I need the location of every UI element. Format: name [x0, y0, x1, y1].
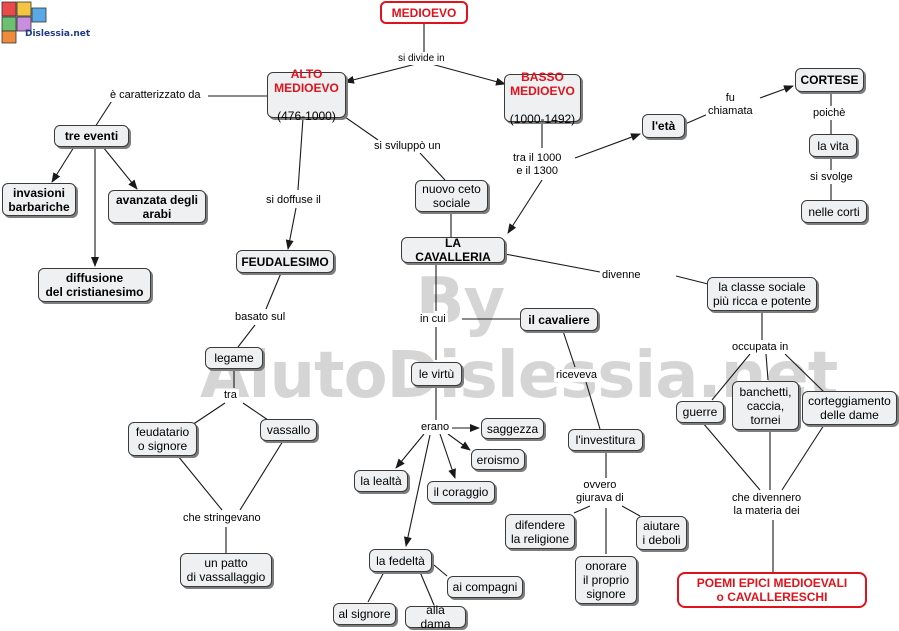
- node-vassallo[interactable]: vassallo: [260, 419, 317, 441]
- logo-blocks-icon: [1, 1, 47, 44]
- node-eroismo[interactable]: eroismo: [471, 449, 525, 470]
- label-poiche: poichè: [811, 107, 848, 120]
- node-il-coraggio[interactable]: il coraggio: [427, 481, 495, 503]
- node-aiutare-deboli[interactable]: aiutare i deboli: [636, 516, 687, 550]
- label-si-svolge: si svolge: [808, 171, 855, 184]
- label-riceveva: riceveva: [554, 369, 599, 382]
- node-nelle-corti[interactable]: nelle corti: [801, 200, 867, 223]
- node-investitura[interactable]: l'investitura: [568, 429, 643, 451]
- label-che-stringevano: che stringevano: [181, 512, 263, 525]
- node-l-eta[interactable]: l'età: [642, 114, 685, 138]
- node-feudatario[interactable]: feudatario o signore: [128, 422, 197, 456]
- label-che-divennero: che divennero la materia dei: [730, 492, 804, 518]
- node-saggezza[interactable]: saggezza: [481, 418, 544, 439]
- node-alto-medioevo[interactable]: ALTO MEDIOEVO (476-1000): [267, 67, 346, 123]
- aiutodislessia-logo: Dislessia.net: [0, 0, 90, 44]
- label-tra: tra: [222, 389, 239, 402]
- node-invasioni-barbariche[interactable]: invasioni barbariche: [2, 183, 76, 216]
- label-basato-sul: basato sul: [233, 311, 288, 324]
- node-feudalesimo[interactable]: FEUDALESIMO: [236, 250, 334, 273]
- node-diffusione-cristianesimo[interactable]: diffusione del cristianesimo: [38, 268, 151, 302]
- label-occupata-in: occupata in: [730, 341, 791, 354]
- node-alla-dama[interactable]: alla dama: [405, 603, 466, 631]
- node-medioevo[interactable]: MEDIOEVO: [380, 1, 468, 24]
- node-nuovo-ceto[interactable]: nuovo ceto sociale: [415, 180, 488, 212]
- label-in-cui: in cui: [418, 313, 448, 326]
- label-divenne: divenne: [600, 269, 643, 282]
- watermark: By AiutoDislessia.net: [200, 265, 838, 413]
- node-tre-eventi[interactable]: tre eventi: [54, 125, 129, 147]
- label-caratterizzato: è caratterizzato da: [108, 89, 203, 102]
- node-la-lealta[interactable]: la lealtà: [354, 470, 408, 492]
- label-fu-chiamata: fu chiamata: [706, 92, 755, 118]
- node-banchetti[interactable]: banchetti, caccia, tornei: [732, 381, 799, 430]
- node-al-signore[interactable]: al signore: [333, 603, 396, 625]
- node-classe-sociale[interactable]: la classe sociale più ricca e potente: [707, 277, 817, 311]
- label-erano: erano: [419, 421, 452, 434]
- node-basso-medioevo[interactable]: BASSO MEDIOEVO (1000-1492): [504, 70, 581, 126]
- label-tra-anni: tra il 1000 e il 1300: [511, 152, 564, 178]
- node-legame[interactable]: legame: [205, 347, 263, 369]
- node-difendere-religione[interactable]: difendere la religione: [505, 514, 575, 549]
- node-la-vita[interactable]: la vita: [809, 134, 857, 157]
- node-avanzata-arabi[interactable]: avanzata degli arabi: [108, 190, 206, 223]
- node-ai-compagni[interactable]: ai compagni: [447, 576, 523, 598]
- node-poemi-epici[interactable]: POEMI EPICI MEDIOEVALI o CAVALLERESCHI: [677, 572, 867, 608]
- logo-text: Dislessia.net: [25, 29, 91, 39]
- node-il-cavaliere[interactable]: il cavaliere: [520, 308, 598, 331]
- node-patto-vassallaggio[interactable]: un patto di vassallaggio: [180, 553, 272, 587]
- label-si-sviluppo: si sviluppò un: [372, 140, 443, 153]
- node-la-fedelta[interactable]: la fedeltà: [369, 549, 432, 572]
- node-onorare-signore[interactable]: onorare il proprio signore: [575, 556, 637, 604]
- label-si-divide-in: si divide in: [396, 52, 447, 65]
- node-guerre[interactable]: guerre: [676, 401, 724, 423]
- node-le-virtu[interactable]: le virtù: [411, 362, 462, 386]
- node-corteggiamento[interactable]: corteggiamento delle dame: [802, 391, 897, 425]
- label-si-doffuse: si doffuse il: [264, 194, 323, 207]
- node-cortese[interactable]: CORTESE: [795, 68, 864, 92]
- node-la-cavalleria[interactable]: LA CAVALLERIA: [401, 236, 505, 264]
- label-ovvero-giurava: ovvero giurava di: [574, 479, 626, 505]
